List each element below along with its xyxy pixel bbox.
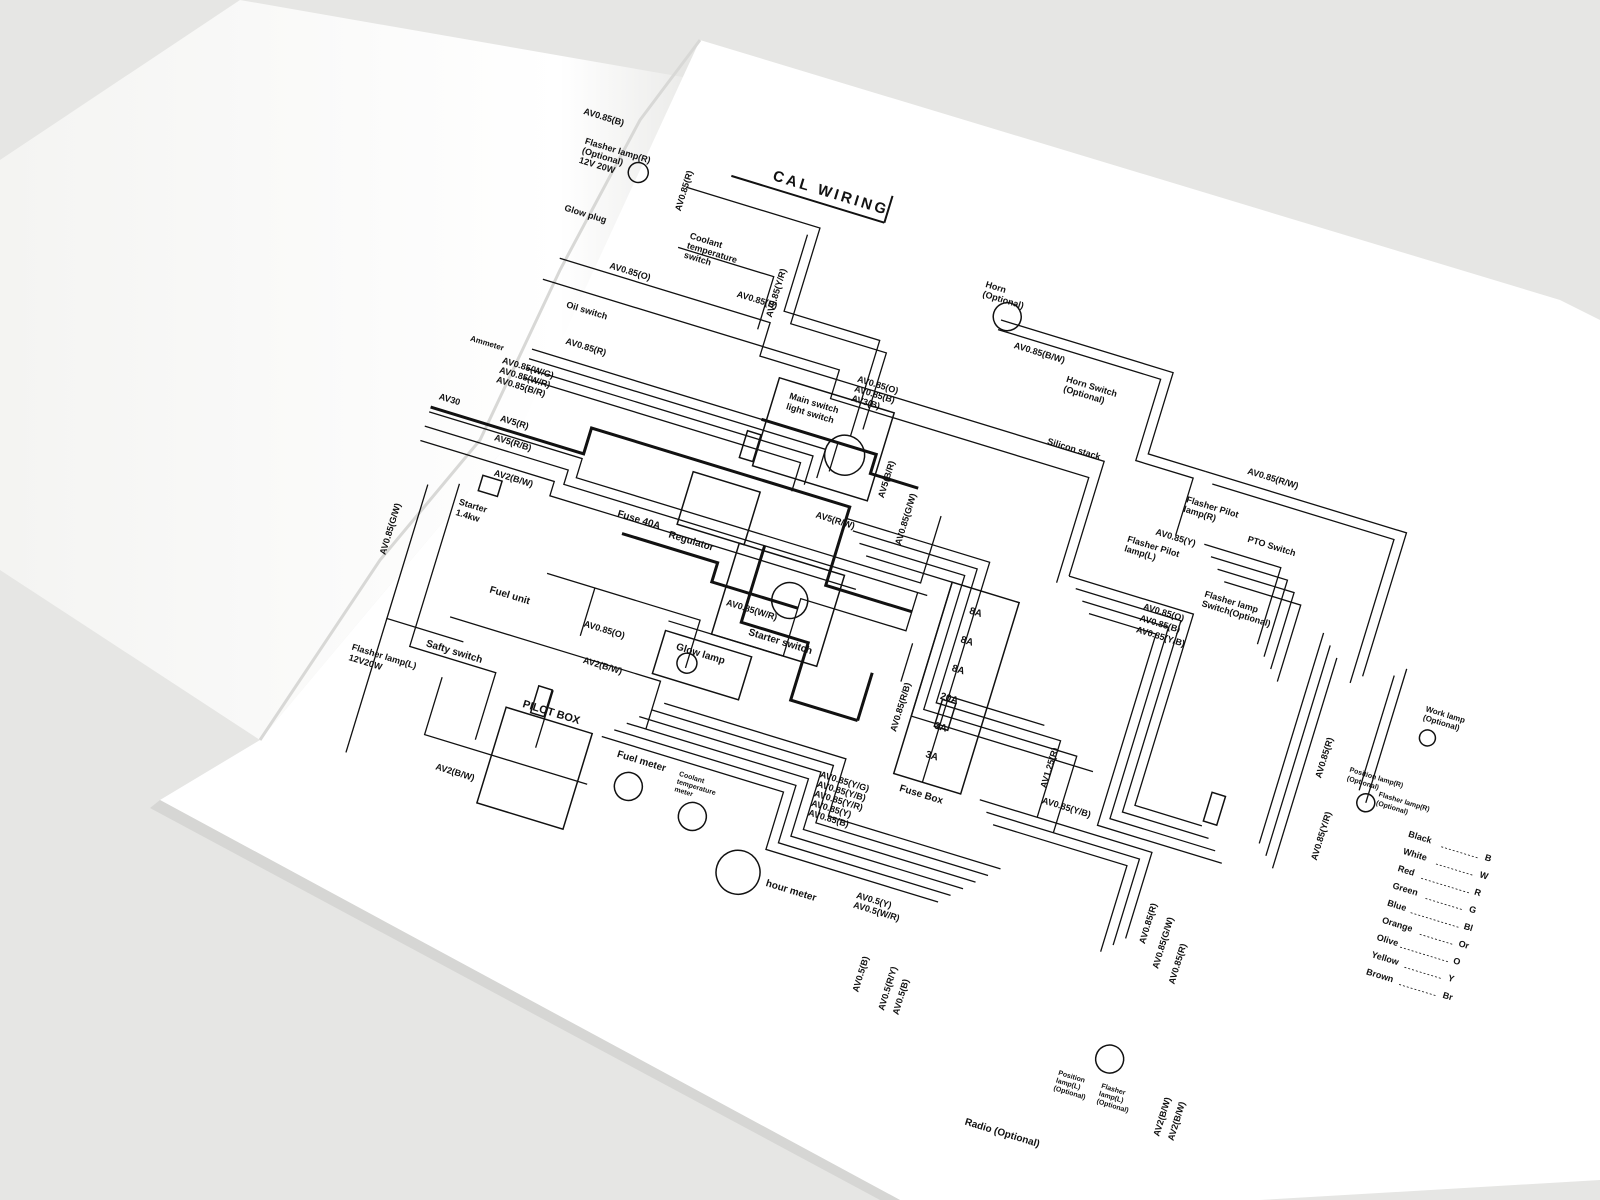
svg-text:G: G <box>1468 904 1478 916</box>
right-page <box>160 40 1600 1200</box>
fuse-4: 20A <box>939 691 960 707</box>
work-lamp-bulb <box>1418 729 1437 747</box>
gutter-line <box>258 39 702 741</box>
horn-body <box>992 301 1022 332</box>
svg-text:B: B <box>1484 852 1494 864</box>
main-switch-box <box>751 376 896 502</box>
fuse-6: 3A <box>924 749 939 763</box>
header-rule <box>731 174 885 224</box>
svg-text:Red: Red <box>1397 863 1416 878</box>
temp-meter-dial <box>677 801 708 832</box>
fuse-5: 3A <box>933 721 948 735</box>
connector-1 <box>529 684 554 718</box>
glow-lamp-box <box>651 629 753 701</box>
starter-switch-dial <box>770 581 809 620</box>
connector-2 <box>933 698 957 732</box>
connector-4 <box>738 429 762 463</box>
fuse-3: 8A <box>950 663 965 677</box>
component-shapes <box>475 161 1437 1074</box>
connector-3 <box>1202 791 1227 827</box>
left-page <box>0 0 700 740</box>
svg-text:Y: Y <box>1447 973 1456 984</box>
svg-text:Or: Or <box>1457 938 1470 951</box>
main-switch-dial <box>823 434 866 476</box>
hour-meter-dial <box>715 849 761 896</box>
position-lamp-r-bulb <box>1356 793 1376 813</box>
wiring-lines <box>345 186 1408 952</box>
svg-text:W: W <box>1478 869 1490 881</box>
fuse-1: 8A <box>968 606 983 620</box>
fuse-2: 8A <box>959 634 974 648</box>
position-lamp-l-bulb <box>1094 1044 1125 1074</box>
header-rule-v <box>883 195 894 223</box>
svg-text:R: R <box>1473 887 1483 899</box>
legend-row: Red R <box>1397 863 1483 898</box>
fuse-box <box>892 581 1021 795</box>
svg-text:Bl: Bl <box>1463 921 1475 933</box>
glow-lamp-bulb <box>676 652 698 674</box>
pilot-box <box>475 706 594 831</box>
page-stack-edge <box>150 800 900 1200</box>
regulator-box <box>676 470 762 546</box>
fuel-meter-dial <box>613 771 644 802</box>
svg-text:O: O <box>1452 956 1462 968</box>
flasher-lamp-r-bulb <box>627 161 650 184</box>
svg-text:Br: Br <box>1442 990 1455 1003</box>
starter-body <box>477 474 504 498</box>
starter-switch-box <box>710 542 846 668</box>
